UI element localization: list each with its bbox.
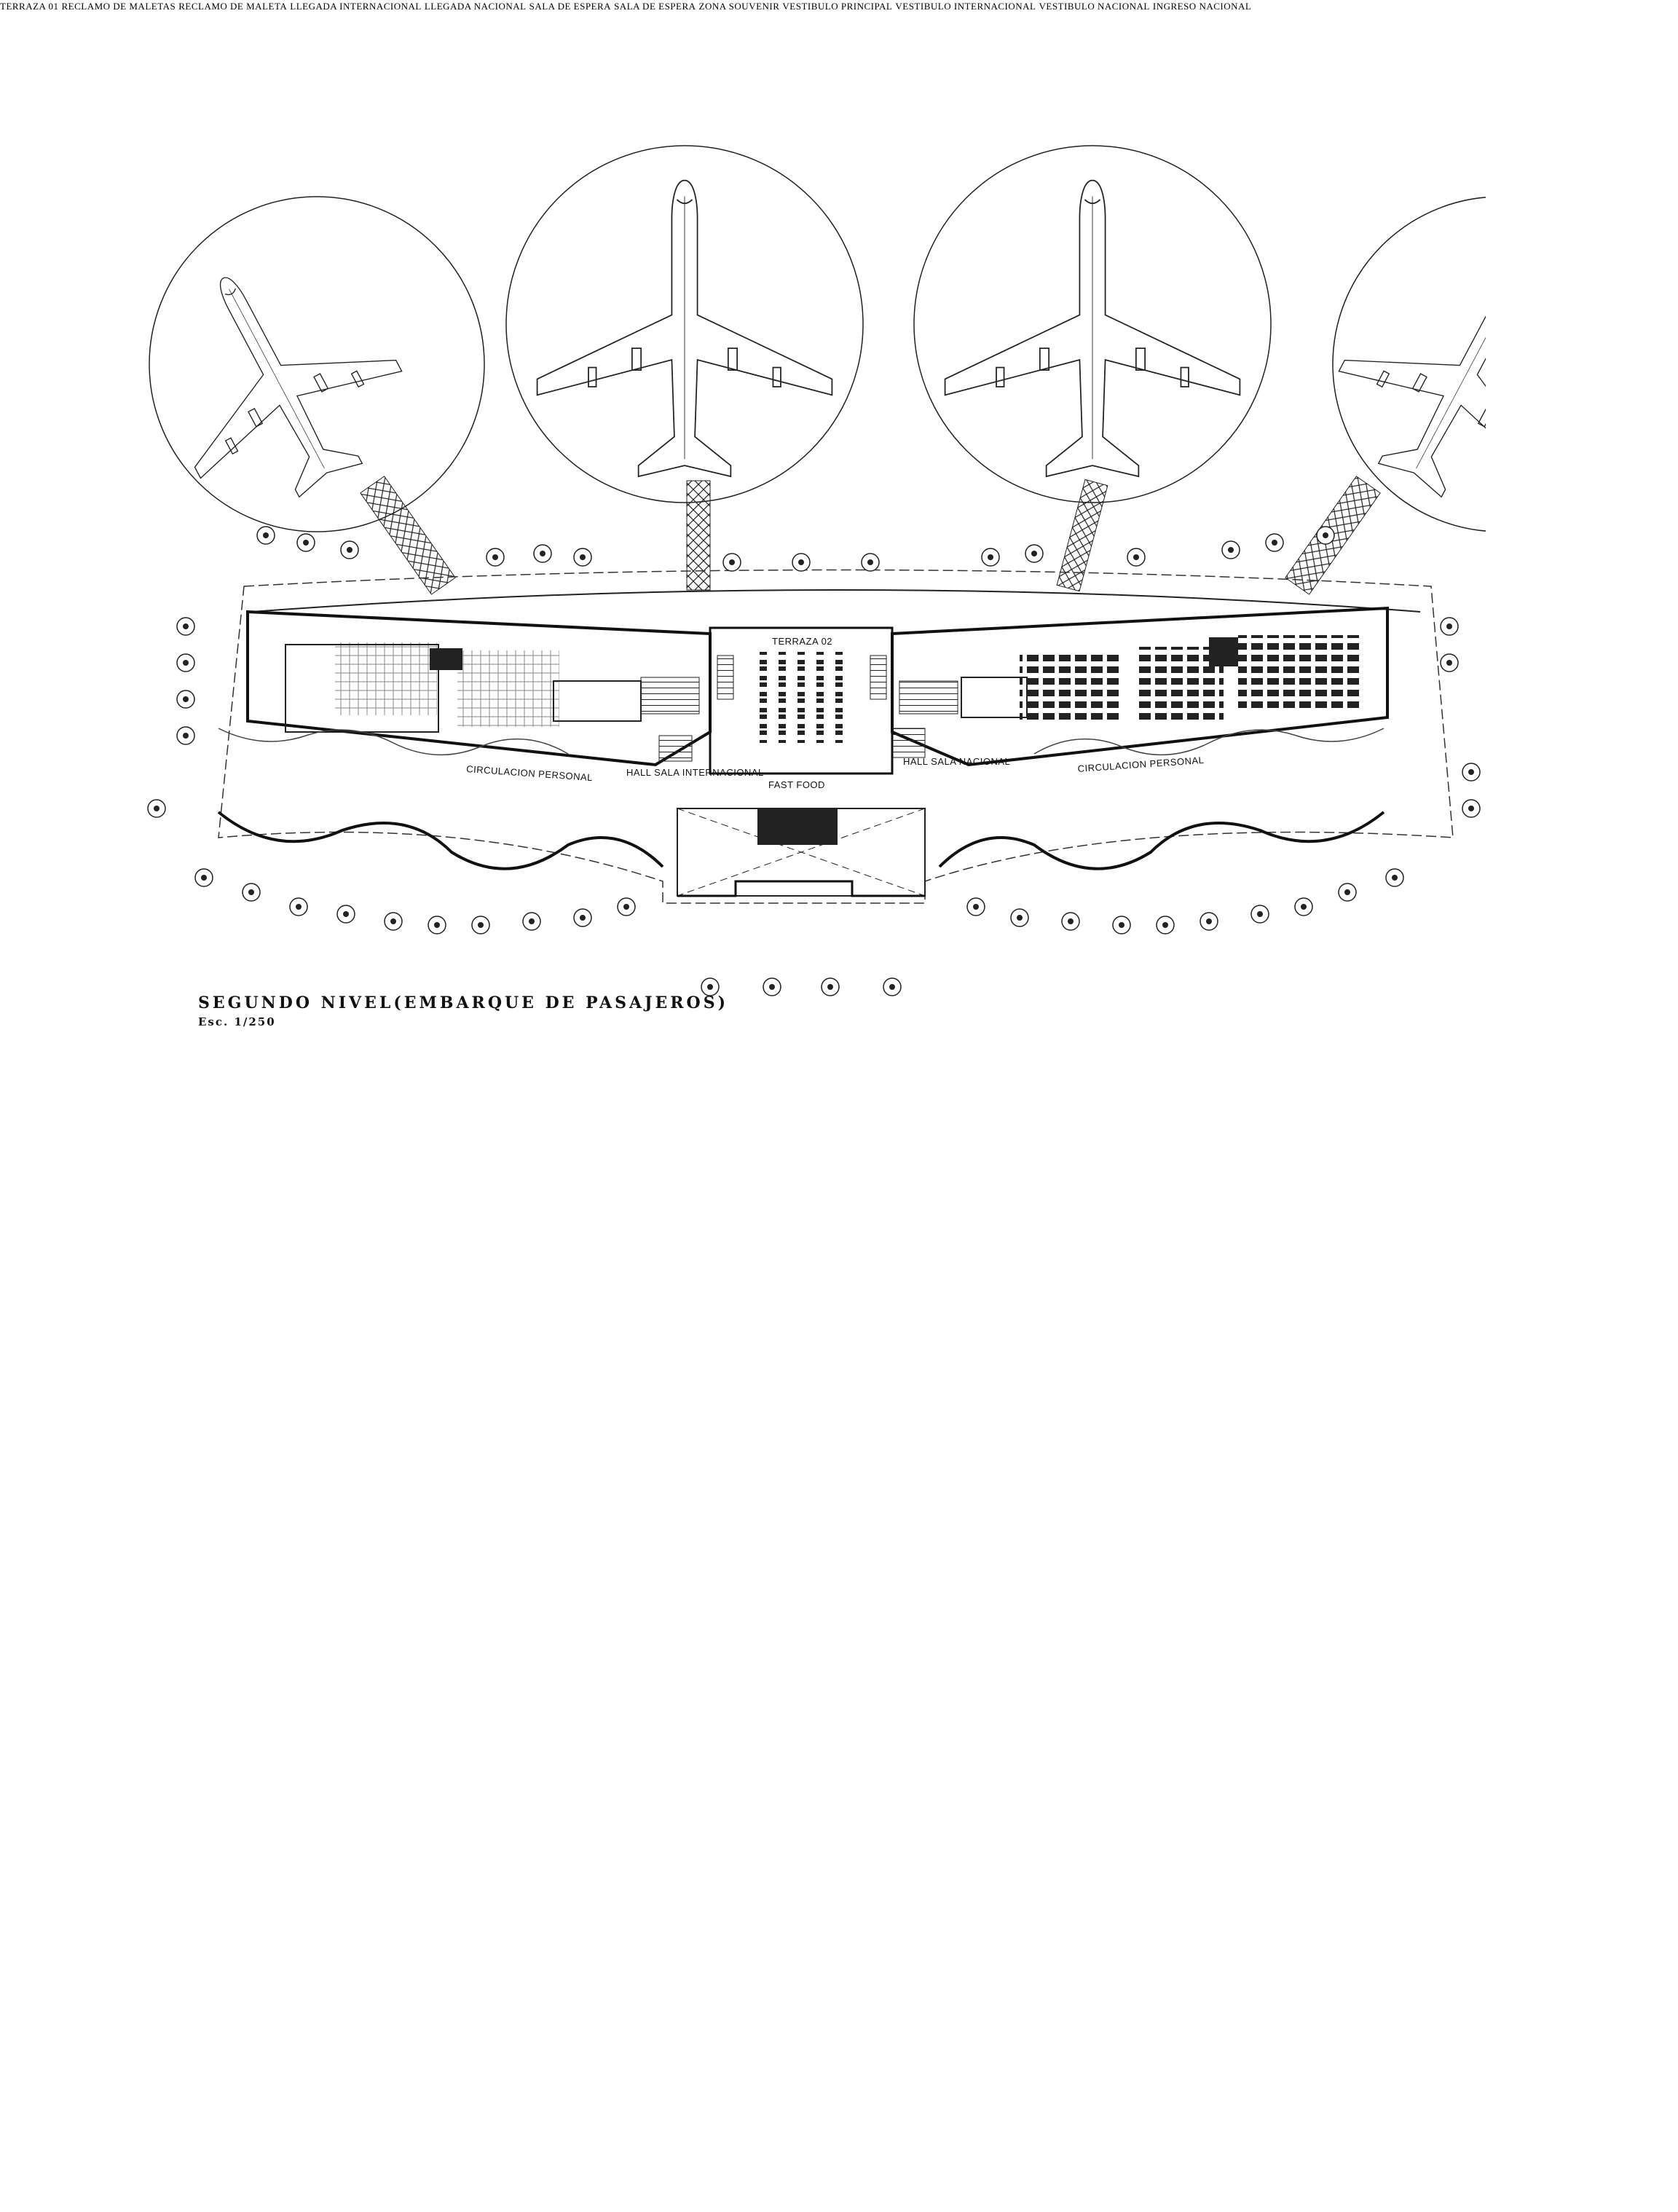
wavy-facade: TERRAZA 01 RECLAMO DE MALETAS RECLAMO DE…: [0, 0, 1251, 12]
label-hall-internacional: HALL SALA INTERNACIONAL: [626, 767, 764, 778]
label-fast-food: FAST FOOD: [768, 779, 825, 790]
left-wing: TERRAZA 01 RECLAMO DE MALETAS RECLAMO DE…: [0, 0, 1251, 12]
label-zona-souvenir: ZONA SOUVENIR: [698, 1, 780, 12]
aircraft-icon: TERRAZA 01 RECLAMO DE MALETAS RECLAMO DE…: [0, 0, 1251, 12]
aircraft-icon: [536, 179, 833, 478]
jet-bridge: TERRAZA 01 RECLAMO DE MALETAS RECLAMO DE…: [0, 0, 1251, 12]
label-sala-espera-left: SALA DE ESPERA: [529, 1, 612, 12]
plan-bottom: TERRAZA 01 RECLAMO DE MALETAS RECLAMO DE…: [0, 0, 1251, 12]
terminal-outline: TERRAZA 01 RECLAMO DE MALETAS RECLAMO DE…: [0, 0, 1251, 12]
label-vestibulo-principal: VESTIBULO PRINCIPAL: [782, 1, 893, 12]
label-vestibulo-nacional: VESTIBULO NACIONAL: [1039, 1, 1150, 12]
label-terraza: TERRAZA 01: [0, 1, 59, 12]
label-llegada-nacional: LLEGADA NACIONAL: [424, 1, 527, 12]
wavy-facade: [217, 811, 1385, 870]
aircraft-icon: TERRAZA 01 RECLAMO DE MALETAS RECLAMO DE…: [0, 0, 1251, 12]
terraza-area: [709, 626, 894, 775]
right-wing: TERRAZA 01 RECLAMO DE MALETAS RECLAMO DE…: [0, 0, 1251, 12]
jet-bridge: [360, 476, 456, 595]
label-sala-espera-right: SALA DE ESPERA: [614, 1, 696, 12]
stand-circle: [149, 196, 485, 532]
jet-bridge: TERRAZA 01 RECLAMO DE MALETAS RECLAMO DE…: [0, 0, 1251, 12]
jet-bridge: [1056, 479, 1108, 592]
label-circulacion-left: CIRCULACION PERSONAL: [466, 763, 594, 783]
label-reclamo-left: RECLAMO DE MALETAS: [61, 1, 176, 12]
stand-circle: [505, 145, 864, 503]
terraza-area: TERRAZA 01 RECLAMO DE MALETAS RECLAMO DE…: [0, 0, 1251, 12]
label-llegada-internacional: LLEGADA INTERNACIONAL: [290, 1, 422, 12]
aircraft-icon: TERRAZA 01 RECLAMO DE MALETAS RECLAMO DE…: [0, 0, 1251, 12]
jet-bridge: TERRAZA 01 RECLAMO DE MALETAS RECLAMO DE…: [0, 0, 1251, 12]
label-vestibulo-internacional: VESTIBULO INTERNACIONAL: [895, 1, 1036, 12]
jet-bridge: [686, 480, 711, 591]
jet-bridge: TERRAZA 01 RECLAMO DE MALETAS RECLAMO DE…: [0, 0, 1251, 12]
label-terraza: TERRAZA 02: [772, 636, 832, 647]
label-circulacion-right: CIRCULACION PERSONAL: [1077, 755, 1205, 774]
label-ingreso-nacional: INGRESO NACIONAL: [1152, 1, 1252, 12]
column-grid: [147, 526, 1481, 996]
label-reclamo-right: RECLAMO DE MALETA: [178, 1, 288, 12]
plan-title: SEGUNDO NIVEL(EMBARQUE DE PASAJEROS): [198, 993, 728, 1012]
aircraft-icon: [944, 179, 1241, 478]
label-hall-nacional: HALL SALA NACIONAL: [903, 756, 1010, 767]
plan-top: TERRAZA 02 FAST FOOD CIRCULACION PERSONA…: [0, 109, 1678, 996]
terminal-outline: [218, 569, 1454, 904]
plan-scale: Esc. 1/250: [198, 1015, 276, 1028]
aircraft-icon: TERRAZA 01 RECLAMO DE MALETAS RECLAMO DE…: [0, 0, 1251, 12]
